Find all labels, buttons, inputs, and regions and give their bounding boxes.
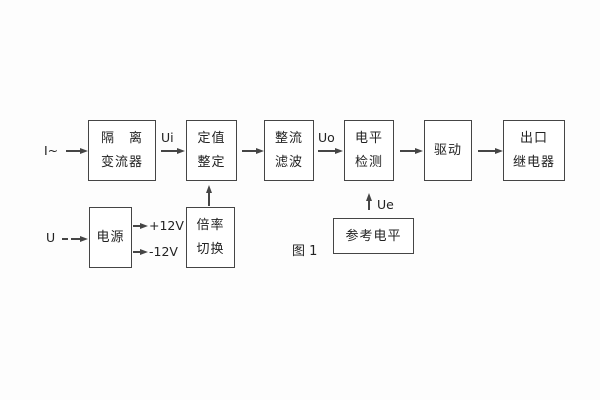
label-plus-12v: +12V [149, 218, 184, 233]
block-label: 定值 [197, 131, 226, 146]
arrow-power-minus12v [133, 251, 140, 253]
block-level-detection: 电平 检测 [344, 120, 394, 181]
block-label: 变流器 [100, 155, 143, 170]
block-power-supply: 电源 [89, 207, 132, 268]
block-label: 继电器 [512, 155, 555, 170]
block-label: 驱动 [433, 143, 462, 158]
label-input-voltage: U [46, 230, 56, 245]
label-uo: Uo [318, 130, 335, 145]
block-label: 隔 离 [100, 131, 143, 146]
block-label: 滤波 [274, 155, 303, 170]
block-ratio-switch: 倍率 切换 [186, 207, 235, 268]
arrow-setting-to-rectifier [242, 150, 256, 152]
block-setpoint-setting: 定值 整定 [186, 120, 237, 181]
block-reference-level: 参考电平 [333, 218, 414, 254]
label-minus-12v: -12V [149, 244, 178, 259]
block-label: 参考电平 [345, 228, 402, 244]
block-label: 整流 [274, 131, 303, 146]
input-voltage-lead-dash [62, 238, 68, 240]
block-label: 倍率 [196, 218, 225, 233]
block-drive: 驱动 [424, 120, 472, 181]
arrow-isolation-to-setting [161, 150, 177, 152]
block-rectifier-filter: 整流 滤波 [264, 120, 314, 181]
label-ue: Ue [377, 197, 394, 212]
arrow-input-current-to-isolation [66, 150, 80, 152]
label-ui: Ui [161, 130, 174, 145]
block-label: 切换 [196, 242, 225, 257]
arrow-drive-to-relay [478, 150, 495, 152]
arrow-ratio-to-setting [208, 193, 210, 206]
block-label: 出口 [519, 131, 548, 146]
block-label: 电源 [96, 230, 125, 245]
block-label: 整定 [197, 155, 226, 170]
block-label: 电平 [354, 131, 383, 146]
arrow-input-voltage-to-power [71, 238, 80, 240]
arrow-level-to-drive [400, 150, 415, 152]
block-isolation-transformer: 隔 离 变流器 [88, 120, 156, 181]
arrow-rectifier-to-level [318, 150, 335, 152]
arrow-power-plus12v [133, 225, 140, 227]
block-output-relay: 出口 继电器 [503, 120, 565, 181]
block-label: 检测 [354, 155, 383, 170]
label-input-current: I~ [44, 143, 59, 158]
figure-caption: 图 1 [292, 244, 318, 259]
arrow-reference-to-level [368, 201, 370, 210]
